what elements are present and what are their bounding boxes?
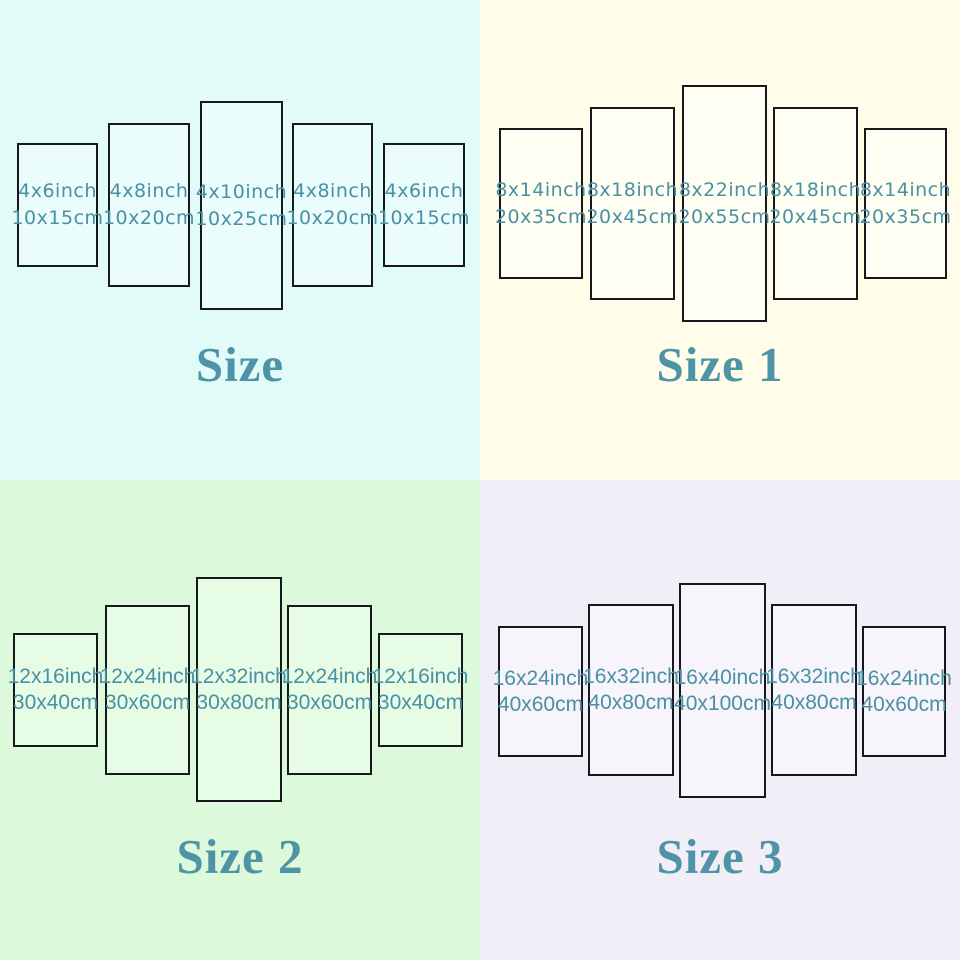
panel-size-cm: 20x45cm (586, 205, 679, 228)
panel-size-inch: 12x32inch (191, 664, 287, 688)
panel-size-inch: 4x10inch (195, 180, 288, 203)
panel-size-inch: 16x40inch (674, 665, 771, 689)
panel-size-inch: 16x32inch (766, 665, 862, 688)
panel-size-label: 12x24inch 30x60cm (100, 664, 196, 716)
panel-size-inch: 8x14inch (859, 178, 952, 201)
quadrant-title: Size (195, 337, 285, 392)
panel-size-inch: 4x8inch (293, 180, 372, 202)
panel-size-cm: 10x15cm (377, 207, 471, 229)
size-panel: 4x8inch 10x20cm (286, 123, 378, 287)
panel-size-label: 8x22inch 20x55cm (678, 177, 770, 231)
size-panel: 8x14inch 20x35cm (495, 128, 587, 279)
panel-size-cm: 20x35cm (494, 205, 588, 228)
panel-size-inch: 4x6inch (384, 180, 464, 202)
panel-size-cm: 40x100cm (674, 691, 771, 715)
quadrant-title: Size 2 (176, 829, 304, 884)
panel-size-label: 12x24inch 30x60cm (282, 664, 378, 716)
quadrant-title: Size 1 (656, 337, 784, 392)
panel-size-label: 4x8inch 10x20cm (103, 178, 195, 232)
panel-size-inch: 16x24inch (492, 666, 589, 690)
panel-size-inch: 4x8inch (109, 180, 189, 202)
panel-size-inch: 8x14inch (495, 178, 587, 201)
panel-group: 8x14inch 20x35cm 8x18inch 20x45cm 8x22inch 20… (480, 0, 960, 480)
panel-size-cm: 40x60cm (861, 692, 947, 716)
panel-size-inch: 8x22inch (678, 178, 771, 201)
size-panel: 8x14inch 20x35cm (859, 128, 951, 279)
panel-size-inch: 4x6inch (18, 180, 97, 202)
size-panel: 16x32inch 40x80cm (583, 604, 679, 776)
size-panel: 12x24inch 30x60cm (282, 605, 377, 775)
size-panel: 8x22inch 20x55cm (678, 85, 770, 322)
panel-size-cm: 20x45cm (769, 205, 862, 228)
panel-size-label: 16x32inch 40x80cm (766, 664, 862, 716)
size-panel: 12x24inch 30x60cm (100, 605, 195, 775)
panel-size-cm: 30x60cm (286, 691, 373, 714)
panel-size-label: 4x6inch 10x15cm (11, 178, 103, 232)
panel-size-label: 4x6inch 10x15cm (378, 178, 470, 232)
panel-size-cm: 30x80cm (196, 690, 282, 714)
size-panel: 4x10inch 10x25cm (195, 101, 287, 310)
size-panel: 8x18inch 20x45cm (586, 107, 678, 300)
panel-size-inch: 12x16inch (372, 665, 469, 688)
panel-size-label: 8x14inch 20x35cm (859, 177, 951, 231)
panel-size-cm: 30x60cm (104, 691, 191, 714)
size-panel: 8x18inch 20x45cm (769, 107, 861, 300)
panel-size-cm: 30x40cm (377, 691, 464, 714)
size-panel: 12x16inch 30x40cm (373, 633, 468, 747)
panel-size-cm: 40x60cm (497, 692, 584, 716)
panel-size-label: 12x16inch 30x40cm (8, 664, 104, 716)
quadrant-title: Size 3 (656, 829, 784, 884)
panel-size-inch: 16x24inch (856, 666, 952, 690)
panel-size-label: 4x10inch 10x25cm (195, 179, 287, 233)
panel-size-label: 8x18inch 20x45cm (586, 177, 678, 231)
panel-size-cm: 10x15cm (11, 207, 104, 229)
panel-size-cm: 20x35cm (859, 205, 952, 228)
panel-size-cm: 40x80cm (588, 691, 674, 714)
panel-size-inch: 16x32inch (583, 665, 679, 688)
panel-size-label: 8x14inch 20x35cm (495, 177, 587, 231)
panel-size-label: 8x18inch 20x45cm (769, 177, 861, 231)
panel-size-cm: 30x40cm (12, 691, 99, 714)
panel-size-cm: 20x55cm (678, 205, 771, 228)
panel-size-cm: 10x20cm (286, 207, 379, 229)
size-panel: 4x8inch 10x20cm (103, 123, 195, 287)
panel-size-cm: 40x80cm (771, 691, 857, 714)
panel-size-inch: 12x24inch (99, 665, 196, 688)
panel-size-inch: 8x18inch (769, 178, 862, 201)
panel-size-label: 16x32inch 40x80cm (583, 664, 679, 716)
size-panel: 12x16inch 30x40cm (8, 633, 103, 747)
panel-size-label: 12x16inch 30x40cm (373, 664, 469, 716)
panel-size-inch: 8x18inch (586, 178, 679, 201)
quadrant-size-1: 8x14inch 20x35cm 8x18inch 20x45cm 8x22inch 20… (480, 0, 960, 480)
size-panel: 16x32inch 40x80cm (766, 604, 862, 776)
panel-size-label: 4x8inch 10x20cm (286, 178, 378, 232)
size-panel: 4x6inch 10x15cm (378, 143, 470, 267)
panel-size-cm: 10x25cm (195, 207, 288, 230)
panel-size-inch: 12x16inch (7, 665, 104, 688)
panel-size-inch: 12x24inch (281, 665, 378, 688)
panel-size-cm: 10x20cm (102, 207, 196, 229)
size-panel: 4x6inch 10x15cm (11, 143, 103, 267)
